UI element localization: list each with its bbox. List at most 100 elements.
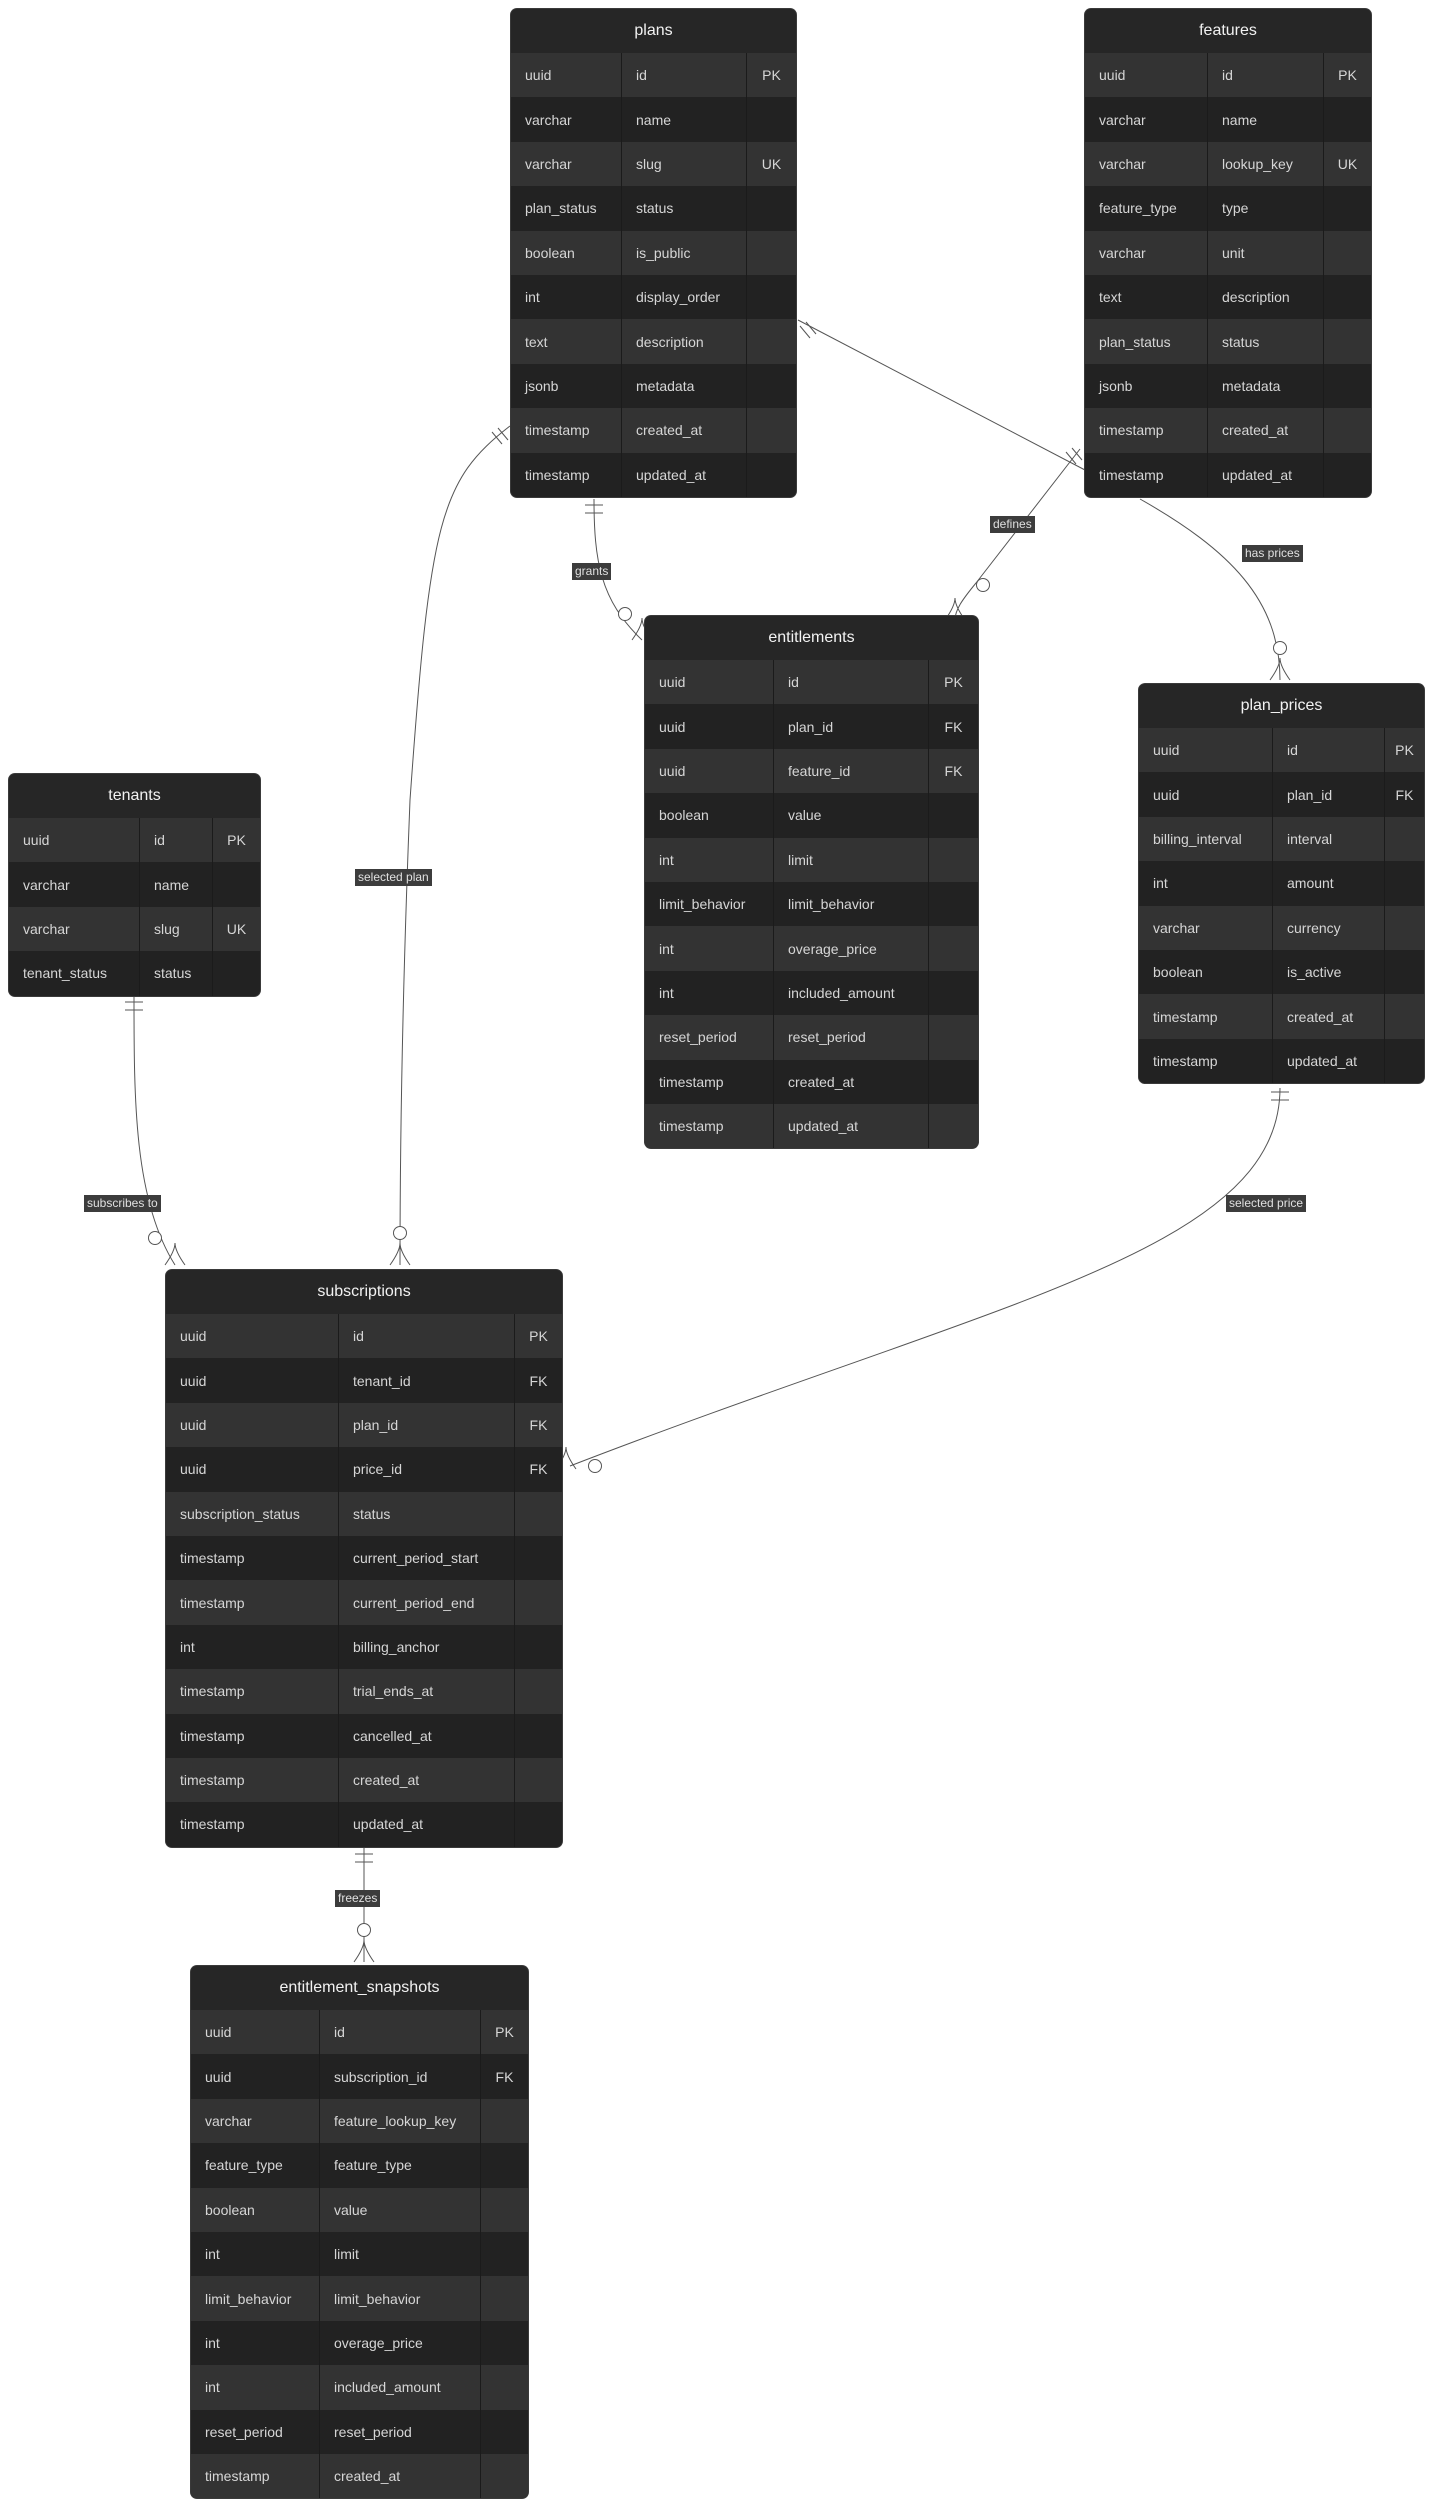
attribute-name: feature_id [773, 748, 928, 794]
attribute-type: timestamp [659, 1118, 724, 1135]
attribute-key: FK [480, 2054, 528, 2099]
attribute-row: feature_type type [1085, 186, 1371, 231]
attribute-type: uuid [180, 1372, 207, 1389]
attribute-row: limit_behavior limit_behavior [191, 2276, 528, 2321]
attribute-type: timestamp [205, 2468, 270, 2485]
attribute-key [928, 1103, 978, 1149]
entity-title: entitlements [645, 616, 978, 660]
attribute-name: type [1207, 186, 1323, 231]
relationship-plans-subscriptions [389, 425, 511, 1266]
attribute-key [1323, 408, 1371, 453]
entity-title: plan_prices [1139, 684, 1424, 728]
attribute-type: uuid [205, 2068, 232, 2085]
attribute-type: uuid [23, 832, 50, 849]
attribute-type: feature_type [1099, 200, 1177, 217]
attribute-name: created_at [621, 408, 746, 453]
attribute-key [928, 881, 978, 927]
attribute-type: varchar [1153, 919, 1200, 936]
attribute-name: updated_at [1272, 1038, 1384, 1084]
attribute-type: varchar [525, 111, 572, 128]
attribute-name: id [773, 660, 928, 705]
relationship-label: has prices [1242, 545, 1303, 562]
attribute-type: timestamp [1153, 1008, 1218, 1025]
attribute-name: price_id [338, 1447, 514, 1492]
attribute-key: FK [1384, 772, 1424, 817]
attribute-key [514, 1802, 562, 1847]
attribute-key [1323, 452, 1371, 497]
attribute-type: plan_status [525, 200, 597, 217]
attribute-key [928, 1059, 978, 1104]
attribute-name: created_at [338, 1757, 514, 1803]
attribute-key [514, 1624, 562, 1670]
attribute-key: FK [514, 1358, 562, 1403]
attribute-key [514, 1580, 562, 1625]
relationship-features-entitlements [944, 447, 1083, 621]
attribute-name: id [1207, 53, 1323, 98]
attribute-key [480, 2320, 528, 2366]
attribute-name: cancelled_at [338, 1713, 514, 1758]
attribute-key [480, 2409, 528, 2454]
attribute-name: lookup_key [1207, 141, 1323, 187]
attribute-type: uuid [180, 1416, 207, 1433]
attribute-type: int [205, 2379, 220, 2396]
attribute-name: description [621, 319, 746, 364]
attribute-key [480, 2365, 528, 2410]
attribute-name: description [1207, 274, 1323, 320]
attribute-row: int included_amount [191, 2365, 528, 2410]
attribute-key: UK [746, 141, 796, 187]
attribute-type: limit_behavior [205, 2290, 292, 2307]
attribute-name: name [621, 97, 746, 142]
attribute-type: int [659, 940, 674, 957]
attribute-key [1384, 861, 1424, 906]
attribute-name: limit_behavior [319, 2276, 480, 2321]
attribute-name: name [1207, 97, 1323, 142]
attribute-name: feature_lookup_key [319, 2098, 480, 2144]
attribute-name: updated_at [773, 1103, 928, 1149]
attribute-name: included_amount [319, 2365, 480, 2410]
attribute-key: PK [212, 818, 260, 863]
attribute-key [928, 1015, 978, 1060]
attribute-type: varchar [23, 876, 70, 893]
attribute-type: jsonb [525, 377, 559, 394]
attribute-name: value [319, 2187, 480, 2232]
attribute-name: limit_behavior [773, 881, 928, 927]
attribute-key [746, 319, 796, 364]
attribute-name: value [773, 793, 928, 838]
attribute-key [514, 1713, 562, 1758]
attribute-type: timestamp [180, 1683, 245, 1700]
attribute-name: updated_at [1207, 452, 1323, 497]
attribute-key: FK [928, 748, 978, 794]
attribute-type: varchar [1099, 155, 1146, 172]
attribute-key [480, 2453, 528, 2499]
attribute-type: uuid [180, 1461, 207, 1478]
attribute-key [480, 2143, 528, 2188]
attribute-name: reset_period [319, 2409, 480, 2454]
